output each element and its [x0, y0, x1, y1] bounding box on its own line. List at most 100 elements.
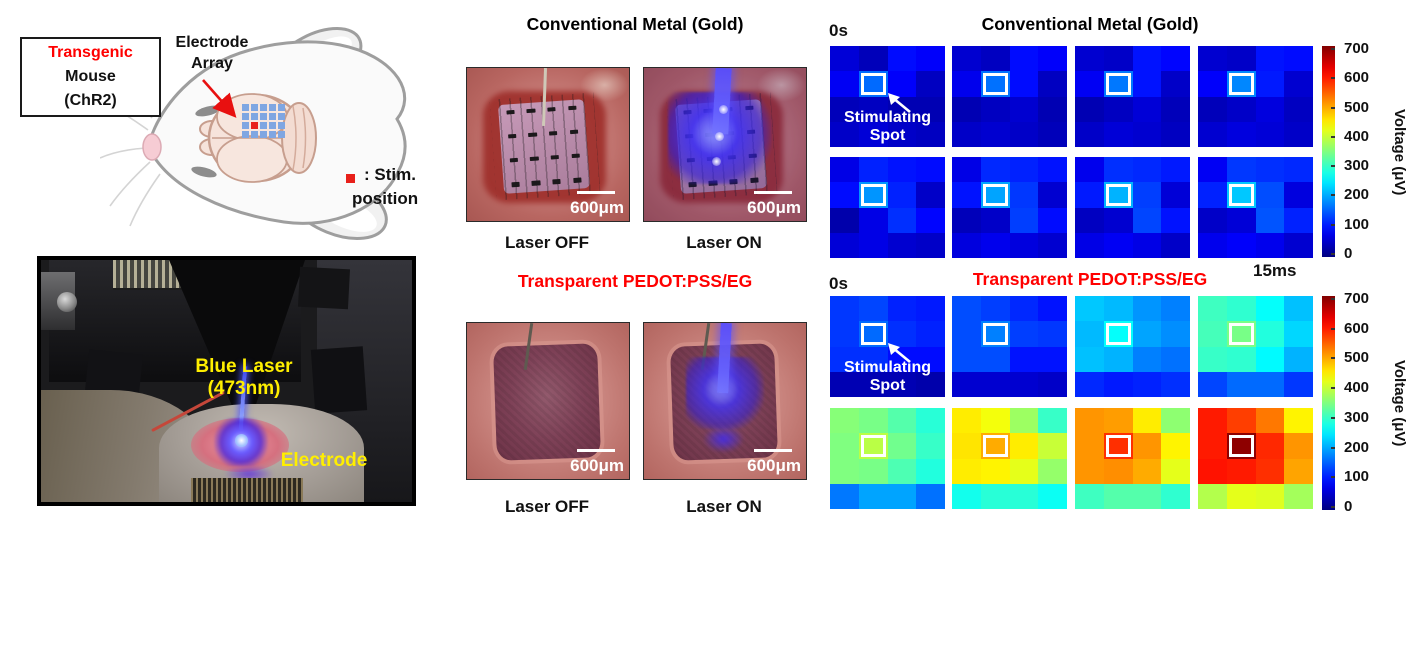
heatmap-cell: [858, 157, 888, 183]
heatmap-cell: [980, 121, 1010, 147]
heatmap-cell: [1255, 207, 1285, 233]
heatmap-cell: [887, 408, 917, 434]
mouse-box-line3: (ChR2): [64, 92, 117, 109]
electrode-cell: [260, 122, 267, 129]
heatmap-cell: [980, 321, 1010, 347]
heatmap-cell: [1009, 408, 1039, 434]
heatmap-cell: [1009, 121, 1039, 147]
heatmap-cell: [1255, 157, 1285, 183]
heatmap-cell: [952, 371, 981, 397]
heatmap-cell: [1075, 346, 1104, 372]
heatmap-cell: [1255, 46, 1285, 72]
heatmap-cell: [1132, 296, 1162, 322]
heatmap-cell: [1103, 232, 1133, 258]
scale-bar-label: 600μm: [747, 456, 801, 475]
heatmap-cell: [887, 182, 917, 208]
heatmap-cell: [1075, 96, 1104, 122]
heatmap-cell: [1284, 483, 1313, 509]
heatmap-cell: [830, 232, 859, 258]
colorbar-tickmark: [1331, 77, 1335, 80]
heatmap-cell: [1103, 46, 1133, 72]
heatmap-cell: [1226, 433, 1256, 459]
heatmap-cell: [1198, 46, 1227, 72]
heatmap-cell: [858, 121, 888, 147]
heatmap-cell: [1103, 346, 1133, 372]
colorbar-tickmark: [1331, 327, 1335, 330]
heatmap-cell: [1255, 408, 1285, 434]
heatmap-cell: [858, 458, 888, 484]
heatmap-frame: [1198, 46, 1313, 147]
stim-label-line2: Spot: [869, 126, 906, 144]
heatmap-cell: [1161, 96, 1190, 122]
electrode-array-grid: [242, 104, 285, 138]
electrode-cell: [260, 104, 267, 111]
heatmap-cell: [1103, 96, 1133, 122]
caption-pedot-laser-off: Laser OFF: [504, 497, 590, 516]
heatmap-cell: [1226, 232, 1256, 258]
heatmap-cell: [1198, 96, 1227, 122]
electrode-cell: [242, 131, 249, 138]
scale-bar-label: 600μm: [570, 198, 624, 217]
heatmap-cell: [1038, 346, 1067, 372]
heatmap-cell: [830, 182, 859, 208]
heatmap-cell: [1075, 71, 1104, 97]
heatmap-cell: [1075, 433, 1104, 459]
heatmap-cell: [830, 458, 859, 484]
electrode-cell: [269, 131, 276, 138]
heatmap-cell: [1226, 46, 1256, 72]
heatmap-cell: [858, 232, 888, 258]
heatmap-cell: [980, 433, 1010, 459]
electrode-cell: [269, 122, 276, 129]
heatmap-frame: [1075, 157, 1190, 258]
heatmap-cell: [1198, 157, 1227, 183]
heatmap-cell: [1103, 157, 1133, 183]
stim-label-line1: Stimulating: [843, 108, 932, 126]
heatmap-cell: [916, 207, 945, 233]
heatmap-cell: [916, 346, 945, 372]
heatmap-frame: [1198, 157, 1313, 258]
heatmap-frame: [952, 408, 1067, 509]
electrode-connector: [191, 478, 303, 502]
mouse-box-line1: Transgenic: [48, 44, 133, 61]
heatmap-frame: [1075, 46, 1190, 147]
heatmap-cell: [980, 483, 1010, 509]
heatmap-cell: [1255, 96, 1285, 122]
stim-label-line1: Stimulating: [843, 358, 932, 376]
heatmap-cell: [1009, 321, 1039, 347]
heatmap-cell: [858, 207, 888, 233]
heatmap-cell: [1038, 483, 1067, 509]
heatmap-cell: [952, 121, 981, 147]
heatmap-cell: [1075, 296, 1104, 322]
heatmap-cell: [1255, 483, 1285, 509]
heatmap-cell: [887, 296, 917, 322]
heatmap-cell: [858, 433, 888, 459]
colorbar-tickmark: [1331, 165, 1335, 168]
heatmap-cell: [1009, 483, 1039, 509]
heatmap-cell: [916, 433, 945, 459]
stim-legend-marker: [346, 174, 355, 183]
heatmap-cell: [1075, 232, 1104, 258]
heatmap-cell: [1075, 46, 1104, 72]
heatmap-cell: [1284, 371, 1313, 397]
heatmap-cell: [1226, 157, 1256, 183]
heatmap-cell: [1103, 71, 1133, 97]
colorbar-tickmark: [1331, 446, 1335, 449]
heatmap-gold-title: Conventional Metal (Gold): [981, 14, 1199, 34]
heatmap-cell: [980, 207, 1010, 233]
heatmap-cell: [980, 346, 1010, 372]
heatmap-cell: [887, 321, 917, 347]
heatmap-cell: [916, 296, 945, 322]
heatmap-cell: [830, 483, 859, 509]
heatmap-cell: [1284, 458, 1313, 484]
heatmap-cell: [916, 46, 945, 72]
heatmap-cell: [1284, 232, 1313, 258]
colorbar-tick-label: 700: [1344, 40, 1370, 57]
heatmap-cell: [980, 157, 1010, 183]
laser-sparkle: [715, 132, 725, 142]
heatmap-cell: [1009, 346, 1039, 372]
stim-legend-text-line2: position: [352, 189, 419, 208]
heatmap-cell: [1103, 321, 1133, 347]
heatmap-cell: [1198, 207, 1227, 233]
